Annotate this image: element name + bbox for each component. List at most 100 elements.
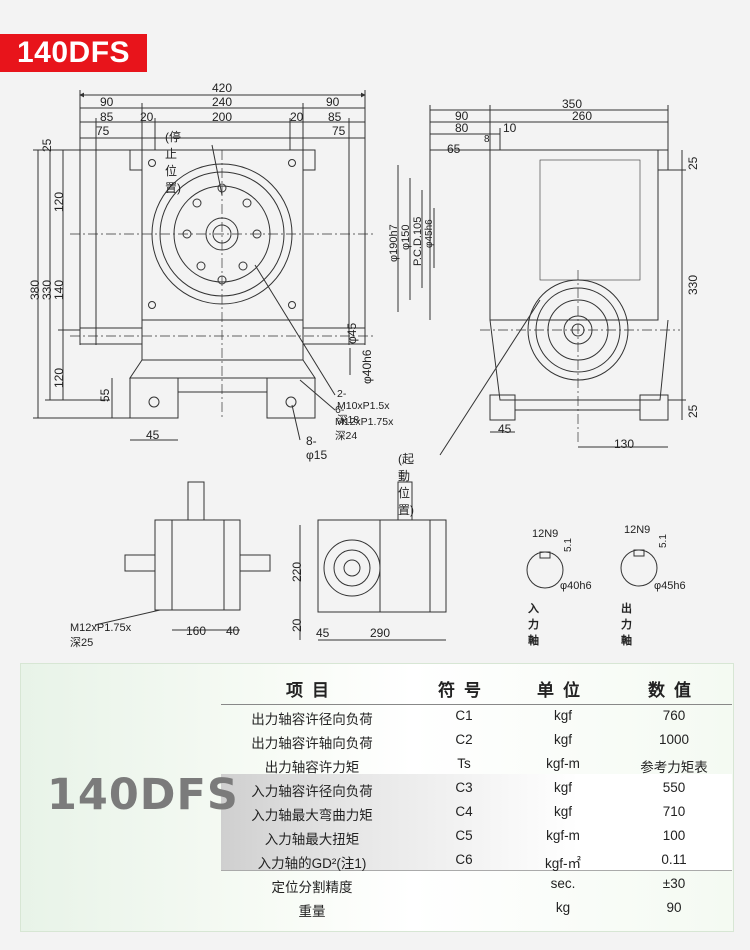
header-unit: 单位 <box>537 681 589 700</box>
dim-350: 350 <box>562 97 583 111</box>
input-shaft-band <box>221 774 732 870</box>
start-position-callout: (起動位置) <box>398 452 414 517</box>
dim-25: 25 <box>40 138 54 152</box>
dim-240: 240 <box>212 95 233 109</box>
dim-160: 160 <box>186 624 207 638</box>
input-shaft-dia: φ40h6 <box>560 580 592 592</box>
dim-140: 140 <box>52 279 66 300</box>
row-value: 550 <box>662 780 686 795</box>
row-item: 出力轴容许径向负荷 <box>251 712 373 727</box>
dim-90-side: 90 <box>455 109 469 123</box>
dim-pcd105: P.C.D.105 <box>412 216 424 266</box>
input-shaft-depth: 5.1 <box>563 538 574 552</box>
dim-phi150: φ150 <box>400 224 412 251</box>
dim-25-side-bottom: 25 <box>686 404 700 418</box>
row-value: 1000 <box>658 732 690 747</box>
callout-phi15: 8- φ15 <box>306 434 328 462</box>
row-value: 0.11 <box>661 852 687 867</box>
row-item: 入力轴容许径向负荷 <box>251 784 373 799</box>
row-unit: sec. <box>550 876 576 891</box>
row-item: 入力轴的GD²(注1) <box>257 856 367 871</box>
row-value: ±30 <box>662 876 686 891</box>
dim-75-left: 75 <box>96 124 110 138</box>
dim-130: 130 <box>614 437 635 451</box>
row-symbol: C2 <box>455 732 473 747</box>
row-symbol: C6 <box>455 852 473 867</box>
row-symbol: C1 <box>455 708 473 723</box>
row-symbol: C5 <box>455 828 473 843</box>
header-symbol: 符号 <box>438 681 490 700</box>
row-item: 出力轴容许力矩 <box>264 760 360 775</box>
row-item: 定位分割精度 <box>271 880 353 895</box>
row-item: 入力轴最大弯曲力矩 <box>251 808 373 823</box>
table-row: 出力轴容许径向负荷 C1 kgf 760 <box>221 706 732 730</box>
output-shaft-dia: φ45h6 <box>654 580 686 592</box>
dim-phi190h7: φ190h7 <box>388 224 400 262</box>
dim-20-right: 20 <box>290 110 304 124</box>
table-row: 入力轴最大扭矩 C5 kgf-m 100 <box>221 826 732 850</box>
dim-90-left: 90 <box>100 95 114 109</box>
header-value: 数值 <box>648 681 700 700</box>
dim-200: 200 <box>212 110 233 124</box>
table-row: 入力轴容许径向负荷 C3 kgf 550 <box>221 778 732 802</box>
output-shaft-label: 出力軸 <box>621 603 632 647</box>
row-value: 100 <box>662 828 686 843</box>
dim-45-lower: 45 <box>316 626 330 640</box>
stop-position-callout: (停止位置) <box>165 130 181 195</box>
dim-45-side: 45 <box>498 422 512 436</box>
callout-m12: 6-M12xP1.75x深24 <box>335 404 394 442</box>
row-unit: kgf <box>553 804 572 819</box>
dim-45-front: 45 <box>146 428 160 442</box>
table-row: 出力轴容许力矩 Ts kgf-m 参考力矩表 <box>221 754 732 778</box>
row-symbol: Ts <box>457 756 471 771</box>
callout-phi45: φ45 <box>345 322 359 344</box>
dim-25-side-top: 25 <box>686 156 700 170</box>
dim-20-lower: 20 <box>290 618 304 632</box>
dim-290: 290 <box>370 626 391 640</box>
dim-80: 80 <box>455 121 469 135</box>
table-row: 入力轴的GD²(注1) C6 kgf-㎡ 0.11 <box>221 850 732 874</box>
dim-330-side: 330 <box>686 274 700 295</box>
dim-85-left: 85 <box>100 110 114 124</box>
input-shaft-key: 12N9 <box>532 528 559 540</box>
callout-phi40h6: φ40h6 <box>360 349 374 384</box>
row-symbol: C3 <box>455 780 473 795</box>
row-item: 重量 <box>298 904 326 919</box>
dim-85-right: 85 <box>328 110 342 124</box>
side-view <box>397 105 686 456</box>
dim-20-left: 20 <box>140 110 154 124</box>
callout-m12-lower: M12xP1.75x深25 <box>70 622 132 649</box>
dim-120-bottom: 120 <box>52 367 66 388</box>
dim-420: 420 <box>212 81 233 95</box>
dim-220: 220 <box>290 561 304 582</box>
row-item: 出力轴容许轴向负荷 <box>251 736 373 751</box>
dim-8: 8 <box>484 134 490 145</box>
lower-view-b <box>299 481 447 641</box>
row-unit: kgf-㎡ <box>544 856 581 871</box>
dim-90-right: 90 <box>326 95 340 109</box>
row-unit: kgf-m <box>546 756 580 771</box>
row-item: 入力轴最大扭矩 <box>264 832 360 847</box>
dim-phi45h6-side: φ45h6 <box>424 219 435 248</box>
model-badge: 140DFS <box>0 34 147 72</box>
row-unit: kgf <box>553 708 572 723</box>
row-value: 760 <box>662 708 686 723</box>
header-item: 项目 <box>286 681 338 700</box>
table-row: 重量 kg 90 <box>221 898 732 922</box>
row-unit: kgf-m <box>546 828 580 843</box>
row-value: 710 <box>662 804 686 819</box>
spec-header-row: 项目 符号 单位 数值 <box>221 676 732 704</box>
row-value: 参考力矩表 <box>640 760 708 775</box>
dim-55: 55 <box>98 388 112 402</box>
table-row: 入力轴最大弯曲力矩 C4 kgf 710 <box>221 802 732 826</box>
output-shaft-depth: 5.1 <box>658 534 669 548</box>
dim-65: 65 <box>447 142 461 156</box>
input-shaft-label: 入力軸 <box>528 603 539 647</box>
table-row: 出力轴容许轴向负荷 C2 kgf 1000 <box>221 730 732 754</box>
table-row: 定位分割精度 sec. ±30 <box>221 874 732 898</box>
bottom-divider <box>221 870 732 871</box>
technical-drawing <box>33 90 686 641</box>
dim-120-top: 120 <box>52 191 66 212</box>
row-unit: kg <box>555 900 571 915</box>
spec-model-label: 140DFS <box>47 770 239 820</box>
